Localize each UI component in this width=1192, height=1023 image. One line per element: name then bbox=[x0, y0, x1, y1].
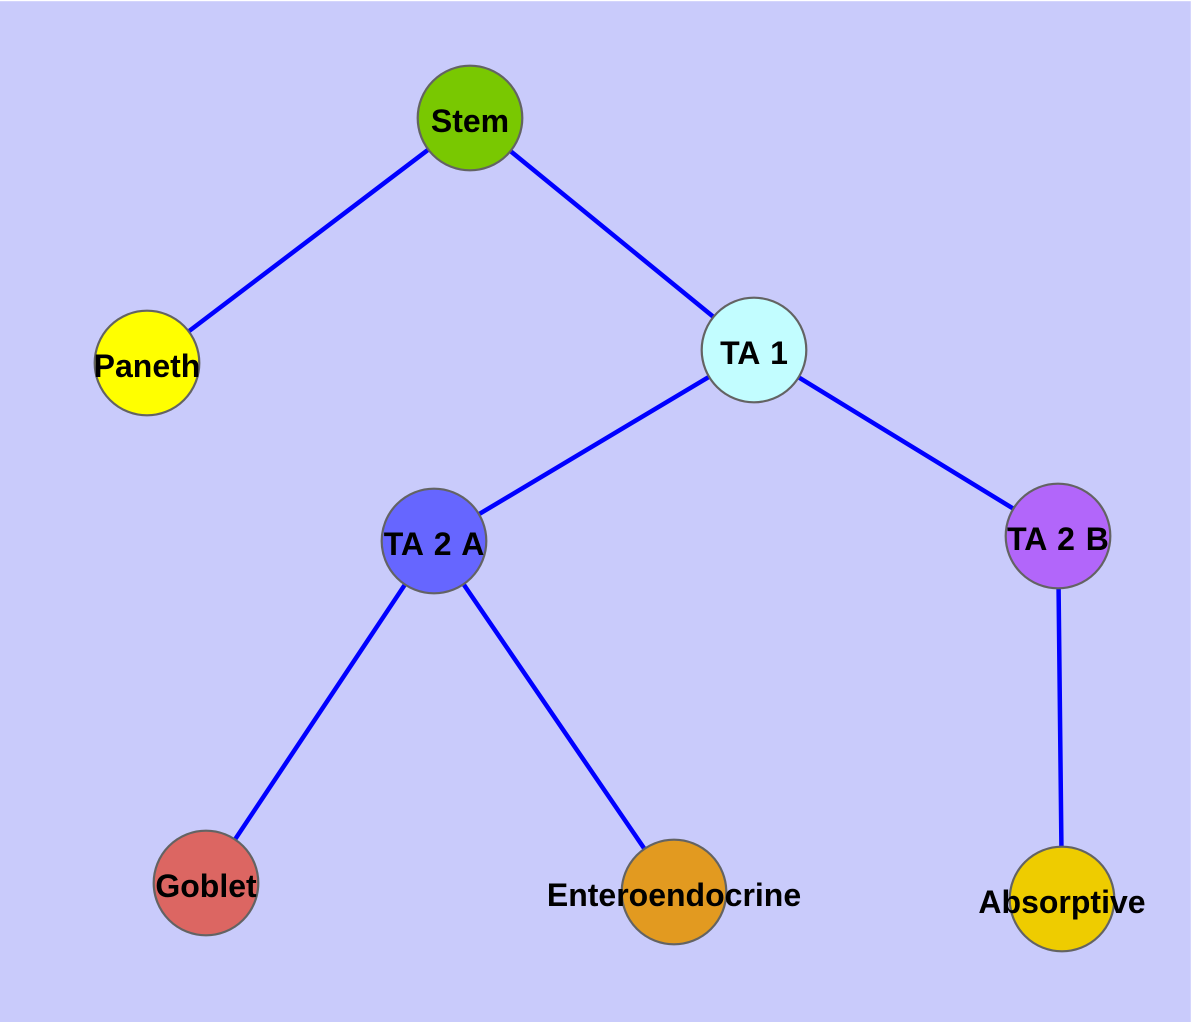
svg-text:TA 1: TA 1 bbox=[720, 335, 788, 371]
svg-text:Absorptive: Absorptive bbox=[978, 884, 1145, 920]
svg-text:Stem: Stem bbox=[431, 103, 509, 139]
svg-text:Paneth: Paneth bbox=[94, 348, 201, 384]
svg-text:Goblet: Goblet bbox=[155, 868, 257, 904]
svg-text:Enteroendocrine: Enteroendocrine bbox=[547, 877, 801, 913]
svg-text:TA 2 B: TA 2 B bbox=[1007, 521, 1109, 557]
svg-text:TA 2 A: TA 2 A bbox=[384, 526, 485, 562]
